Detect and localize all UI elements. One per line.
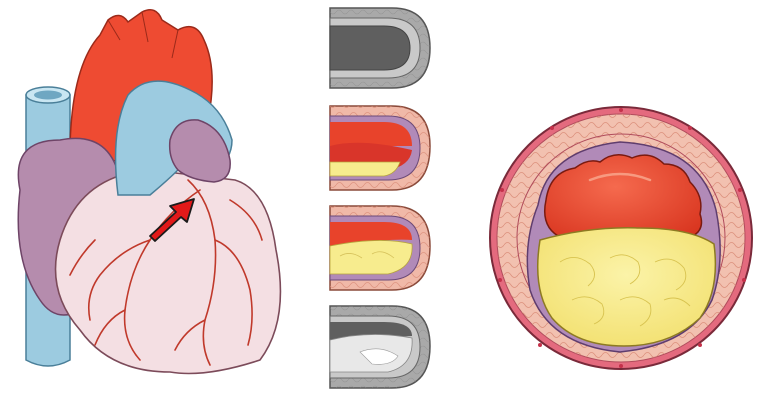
artery-stage-1 (330, 8, 430, 88)
heart-illustration (18, 10, 280, 374)
vena-cava-lumen (34, 91, 62, 100)
artery-stages (330, 8, 430, 388)
artery-cross-section (490, 107, 752, 369)
heart-ventricle (56, 170, 281, 374)
artery-stage-3 (330, 206, 430, 290)
artery-stage-4 (330, 306, 430, 388)
artery-stage-2 (330, 106, 430, 190)
